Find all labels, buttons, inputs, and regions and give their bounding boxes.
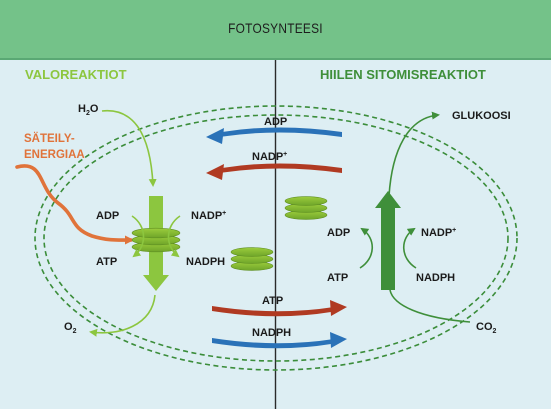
right-nadph-to-nadp-arrow — [402, 227, 417, 269]
water-input-arrow — [101, 109, 157, 187]
nadph-transfer-arrowhead — [330, 332, 347, 348]
adp-return-arrowhead — [206, 128, 224, 144]
right-atp-label: ATP — [327, 272, 348, 284]
oxygen-output-arrow — [89, 294, 156, 337]
middle-atp-label: ATP — [262, 295, 283, 307]
middle-nadph-label: NADPH — [252, 327, 291, 339]
nadph-transfer-arrow — [212, 337, 340, 349]
glucose-label: GLUKOOSI — [452, 110, 511, 122]
carbon-fixation-heading: HIILEN SITOMISREAKTIOT — [320, 67, 486, 82]
atp-transfer-arrow — [212, 305, 340, 317]
co2-label: CO2 — [476, 321, 497, 335]
left-nadph-label: NADPH — [186, 256, 225, 268]
right-atp-to-adp-arrow — [359, 227, 374, 269]
nadp-return-arrow — [214, 163, 342, 175]
left-atp-label: ATP — [96, 256, 117, 268]
left-nadp-label: NADP+ — [191, 210, 226, 222]
carbon-fixation-main-arrow — [375, 191, 401, 290]
adp-return-arrow — [214, 127, 342, 139]
left-adp-label: ADP — [96, 210, 119, 222]
left-adp-to-atp-arrow — [131, 215, 145, 258]
chloroplast-inner-membrane — [43, 114, 509, 362]
light-reactions-heading: VALOREAKTIOT — [25, 67, 127, 82]
middle-adp-label: ADP — [264, 116, 287, 128]
thylakoid-stack-left — [131, 227, 181, 253]
solar-energy-label-line2: ENERGIAA — [24, 149, 85, 161]
right-nadph-label: NADPH — [416, 272, 455, 284]
left-nadp-to-nadph-arrow — [167, 215, 181, 258]
solar-energy-arrow — [15, 164, 134, 245]
nadp-return-arrowhead — [206, 164, 224, 180]
oxygen-label: O2 — [64, 321, 77, 335]
atp-transfer-arrowhead — [330, 300, 347, 316]
co2-to-glucose-arrow — [389, 289, 471, 323]
right-adp-label: ADP — [327, 227, 350, 239]
water-label: H2O — [78, 103, 99, 117]
diagram-title: FOTOSYNTEESI — [228, 20, 323, 36]
thylakoid-stack-middle-right — [284, 196, 328, 220]
middle-nadp-label: NADP+ — [252, 151, 287, 163]
solar-energy-label-line1: SÄTEILY- — [24, 132, 75, 145]
glucose-output-arrow — [388, 111, 440, 197]
title-bar: FOTOSYNTEESI — [0, 0, 551, 60]
thylakoid-stack-middle-left — [230, 247, 274, 271]
chloroplast-outer-membrane — [34, 105, 518, 371]
right-nadp-label: NADP+ — [421, 227, 456, 239]
